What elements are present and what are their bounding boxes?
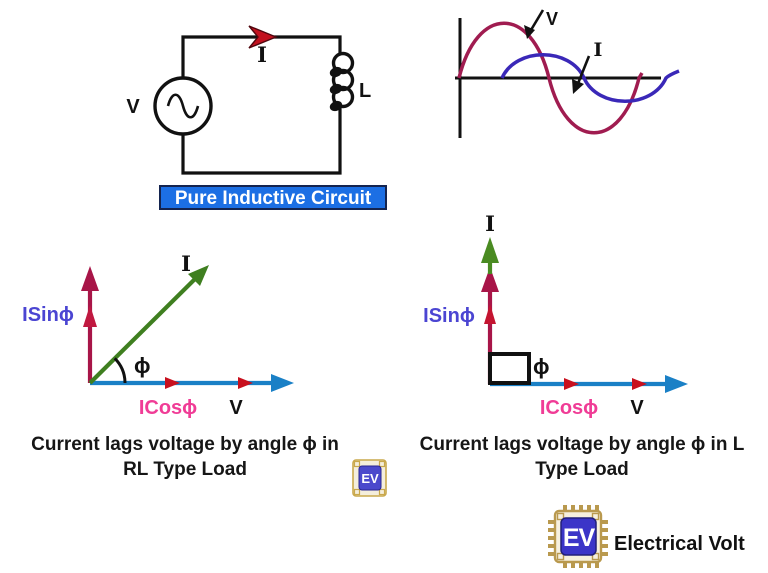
current-phasor-head-icon: [481, 237, 499, 263]
chip-corner-icon: [556, 552, 565, 561]
isin-mid-arrow-icon: [484, 304, 496, 324]
isin-mid-arrow-icon: [83, 305, 97, 327]
caption-l-line1: Current lags voltage by angle ϕ in L: [420, 434, 745, 455]
axis-mid-arrow-icon: [564, 378, 579, 390]
axis-mid-arrow-icon: [632, 378, 647, 390]
logo-text: EV: [563, 524, 596, 552]
circuit-current-label: I: [257, 42, 267, 67]
icos-label-rl: ICosϕ: [139, 397, 197, 419]
chip-pins-icon: [548, 505, 608, 568]
phase-angle-label-rl: ϕ: [134, 353, 151, 378]
chip-corner-icon: [353, 488, 361, 496]
voltage-phasor-head-icon: [665, 375, 688, 393]
logo-blue-square: [560, 517, 597, 556]
axis-mid-arrow-icon: [238, 377, 253, 389]
right-angle-box: [488, 352, 531, 385]
isin-phasor-head-icon: [481, 267, 499, 292]
current-phasor-rl: [88, 273, 201, 385]
phase-angle-label-l: ϕ: [533, 354, 550, 379]
phase-angle-arc: [113, 357, 127, 384]
waveform-voltage-label: V: [546, 9, 558, 29]
isin-phasor-head-icon: [81, 266, 99, 291]
circuit-wire-bottom: [181, 104, 342, 175]
voltage-label-rl: V: [229, 397, 243, 419]
caption-rl-line2: RL Type Load: [123, 459, 247, 480]
current-phasor-head-icon: [188, 265, 209, 286]
circuit-diagram: I V L Pure Inductive Circuit: [126, 25, 387, 210]
axis-mid-arrow-icon: [165, 377, 180, 389]
circuit-inductor-label: L: [359, 80, 371, 102]
current-pointer-arrow-icon: [572, 55, 591, 94]
current-phasor-label-rl: I: [181, 251, 191, 276]
current-wave: [500, 53, 680, 103]
current-direction-arrow-icon: [248, 25, 278, 49]
phasor-diagram-rl-load: ϕ I ISinϕ ICosϕ V Current lags voltage b…: [22, 251, 339, 480]
electrical-volt-logo: EV Electrical Volt: [548, 505, 745, 568]
caption-l-line2: Type Load: [535, 459, 629, 480]
small-logo-text: EV: [361, 471, 379, 486]
chip-corner-icon: [378, 488, 386, 496]
circuit-caption: Pure Inductive Circuit: [175, 188, 372, 209]
chip-corner-icon: [378, 460, 386, 468]
voltage-label-l: V: [630, 397, 644, 419]
voltage-wave: [457, 21, 644, 135]
waveform-current-label: I: [594, 39, 603, 61]
small-logo-blue-square: [358, 465, 382, 491]
chip-corner-icon: [556, 512, 565, 521]
voltage-phasor-head-icon: [271, 374, 294, 392]
brand-name: Electrical Volt: [614, 533, 745, 555]
circuit-caption-banner: [159, 185, 387, 210]
isin-label-l: ISinϕ: [423, 305, 475, 327]
circuit-voltage-label: V: [126, 96, 140, 118]
caption-rl-line1: Current lags voltage by angle ϕ in: [31, 434, 339, 455]
voltage-pointer-arrow-icon: [524, 9, 545, 39]
icos-label-l: ICosϕ: [540, 397, 598, 419]
inductor-icon: [329, 51, 355, 112]
sine-symbol-icon: [166, 93, 200, 119]
isin-label-rl: ISinϕ: [22, 304, 74, 326]
current-phasor-label-l: I: [485, 211, 495, 236]
phasor-diagram-l-load: ϕ I ISinϕ ICosϕ V Current lags voltage b…: [420, 211, 745, 480]
chip-corner-icon: [353, 460, 361, 468]
waveform-plot: V I: [455, 9, 680, 138]
small-ev-logo: EV: [352, 459, 387, 497]
